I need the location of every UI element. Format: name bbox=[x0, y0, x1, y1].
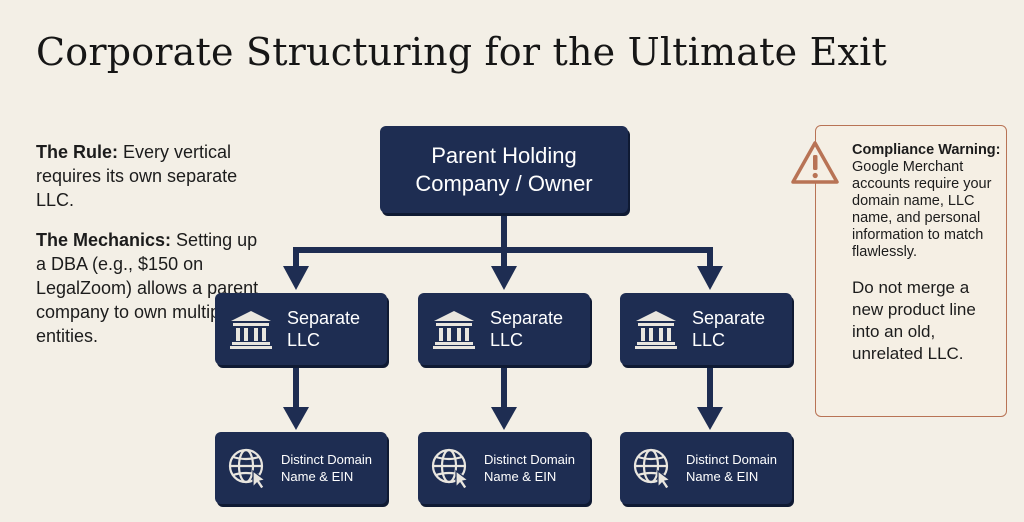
warning-paragraph-2: Do not merge a new product line into an … bbox=[852, 278, 976, 363]
warning-triangle-icon bbox=[790, 140, 840, 191]
domain-label-line1: Distinct Domain bbox=[281, 452, 373, 467]
page-title: Corporate Structuring for the Ultimate E… bbox=[36, 30, 887, 74]
arrowhead-llc-1 bbox=[283, 266, 309, 290]
domain-box-1: Distinct Domain Name & EIN bbox=[215, 432, 387, 504]
mechanics-note: The Mechanics: Setting up a DBA (e.g., $… bbox=[36, 228, 266, 348]
llc-box-1: Separate LLC bbox=[215, 293, 387, 365]
arrowhead-domain-1 bbox=[283, 407, 309, 430]
domain-label-line2: Name & EIN bbox=[281, 469, 354, 484]
domain-box-2: Distinct Domain Name & EIN bbox=[418, 432, 590, 504]
llc-box-3: Separate LLC bbox=[620, 293, 792, 365]
compliance-warning-panel bbox=[815, 125, 1007, 417]
llc-label-line2: LLC bbox=[692, 330, 726, 350]
globe-cursor-icon bbox=[227, 447, 271, 489]
warning-paragraph-1: Compliance Warning: Google Merchant acco… bbox=[852, 142, 1002, 261]
parent-holding-box: Parent Holding Company / Owner bbox=[380, 126, 628, 213]
globe-cursor-icon bbox=[430, 447, 474, 489]
parent-line1: Parent Holding bbox=[431, 142, 577, 168]
rule-text: Every vertical requires its own separate… bbox=[36, 142, 238, 210]
bank-building-icon bbox=[634, 309, 678, 349]
arrowhead-llc-3 bbox=[697, 266, 723, 290]
llc-label-line1: Separate bbox=[287, 308, 361, 328]
globe-cursor-icon bbox=[632, 447, 676, 489]
domain-label-line2: Name & EIN bbox=[484, 469, 557, 484]
left-notes: The Rule: Every vertical requires its ow… bbox=[36, 140, 266, 348]
arrowhead-domain-2 bbox=[491, 407, 517, 430]
arrowhead-domain-3 bbox=[697, 407, 723, 430]
llc-box-2: Separate LLC bbox=[418, 293, 590, 365]
llc-label-line2: LLC bbox=[287, 330, 321, 350]
domain-label-line2: Name & EIN bbox=[686, 469, 759, 484]
warning-body: Google Merchant accounts require your do… bbox=[852, 159, 992, 260]
llc-label-line2: LLC bbox=[490, 330, 524, 350]
domain-label-line1: Distinct Domain bbox=[484, 452, 576, 467]
rule-label: The Rule: bbox=[36, 142, 119, 162]
bank-building-icon bbox=[229, 309, 273, 349]
mechanics-text: Setting up a DBA (e.g., $150 on LegalZoo… bbox=[36, 230, 259, 346]
warning-label: Compliance Warning: bbox=[852, 142, 1001, 158]
mechanics-label: The Mechanics: bbox=[36, 230, 172, 250]
bank-building-icon bbox=[432, 309, 476, 349]
rule-note: The Rule: Every vertical requires its ow… bbox=[36, 140, 266, 212]
parent-line2: Company / Owner bbox=[415, 170, 593, 196]
arrowhead-llc-2 bbox=[491, 266, 517, 290]
domain-label-line1: Distinct Domain bbox=[686, 452, 778, 467]
llc-label-line1: Separate bbox=[692, 308, 766, 328]
warning-text: Compliance Warning: Google Merchant acco… bbox=[852, 142, 1002, 365]
domain-box-3: Distinct Domain Name & EIN bbox=[620, 432, 792, 504]
llc-label-line1: Separate bbox=[490, 308, 564, 328]
